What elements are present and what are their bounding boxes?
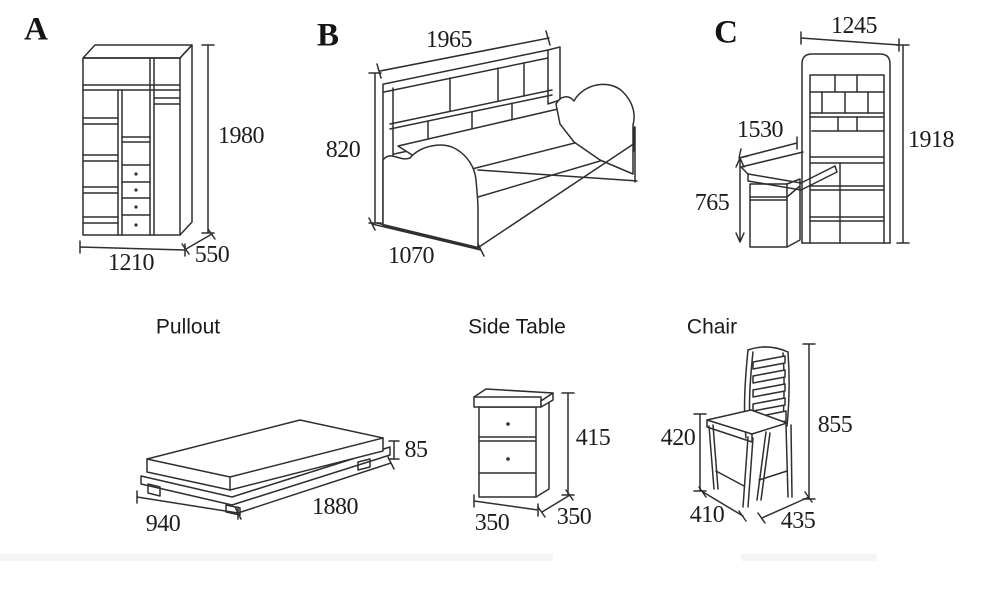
wardrobe-width-dim: 1210 [108,250,155,276]
pullout-width-dim: 940 [145,511,181,537]
side-table-height-dimline [561,392,575,496]
chair-height-dimline [802,343,816,500]
pullout-drawing [136,419,400,520]
pullout-width-dimline [136,490,239,520]
pullout-thickness-dimline [388,440,400,460]
chair-depth-dim: 435 [780,508,816,534]
side-table-depth-dimline [537,489,574,518]
chair-height-dim: 855 [817,412,853,438]
daybed-depth-dimline [368,217,485,257]
desk-total-height-dim: 1918 [908,127,955,153]
pullout-thickness-dim: 85 [404,437,429,463]
side-table-title: Side Table [468,315,566,339]
daybed-length-dimline [376,30,551,79]
side-table-drawing [473,388,575,518]
scan-artifact-band [741,554,877,561]
chair-seat-height-dimline [693,413,707,492]
desk-hutch-width-dim: 1245 [831,13,878,39]
wardrobe-width-dimline [79,240,186,257]
chair-seat-height-dim: 420 [660,425,696,451]
side-table-width-dimline [473,494,539,517]
pullout-title: Pullout [155,315,221,339]
wardrobe-height-dimline [201,44,215,234]
wardrobe-depth-dim: 550 [194,242,230,268]
desk-length-dimline [738,136,798,159]
chair-title: Chair [686,315,738,339]
daybed-height-dimline [368,72,382,224]
section-label-c: C [714,14,738,51]
daybed-length-dim: 1965 [426,27,473,53]
daybed-drawing [368,30,638,257]
desk-length-dim: 1530 [737,117,784,143]
chair-width-dim: 410 [689,502,725,528]
wardrobe-depth-dimline [181,228,216,255]
desk-height-dim: 765 [694,190,730,216]
desk-total-height-dimline [896,44,910,244]
section-label-b: B [316,17,340,54]
drawer-knobs [134,172,138,227]
drawer-knobs [506,422,510,461]
pullout-length-dim: 1880 [312,494,359,520]
wardrobe-drawing [79,44,216,257]
daybed-height-dim: 820 [325,137,361,163]
desk-height-dimline [735,157,745,243]
wardrobe-height-dim: 1980 [218,123,265,149]
side-table-width-dim: 350 [474,510,510,536]
scan-artifact-band [0,554,553,561]
chair-width-dimline [698,486,747,522]
desk-drawing [735,31,910,248]
section-label-a: A [24,11,48,48]
daybed-depth-dim: 1070 [388,243,435,269]
chair-drawing [693,343,816,524]
side-table-height-dim: 415 [575,425,611,451]
chair-depth-dimline [757,491,813,524]
side-table-depth-dim: 350 [556,504,592,530]
